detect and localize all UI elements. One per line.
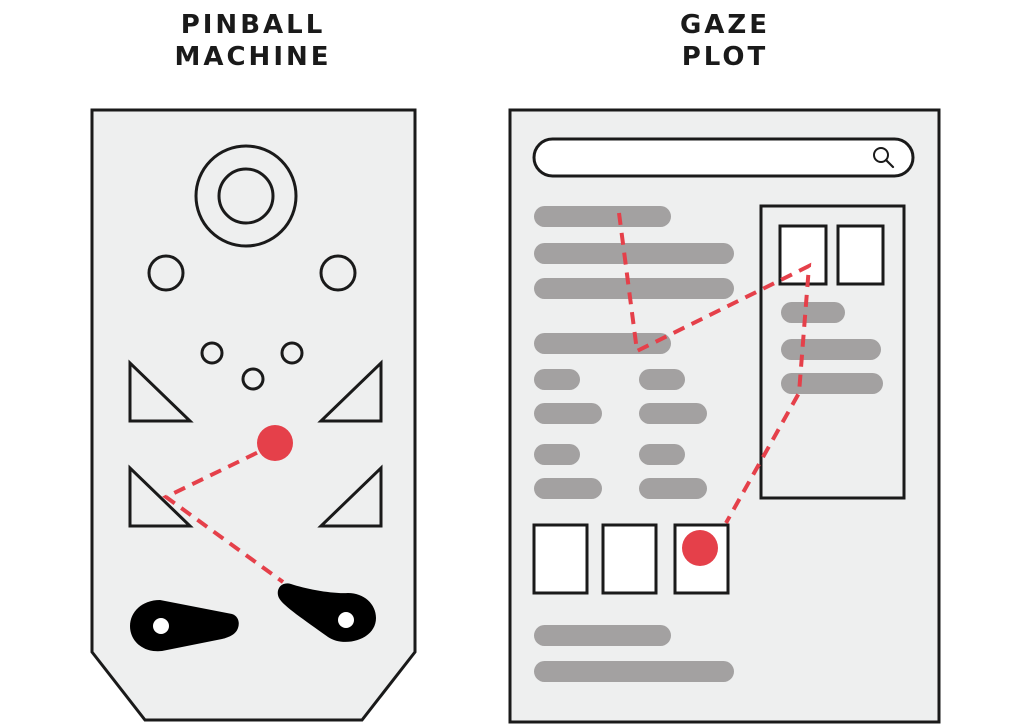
pinball-machine-title: PINBALL MACHINE <box>153 9 353 73</box>
text-line <box>534 444 580 465</box>
left-bumper <box>147 254 185 292</box>
pinball-ball <box>257 425 293 461</box>
pinball-cabinet <box>90 108 417 722</box>
gaze-plot-title: GAZE PLOT <box>625 9 825 73</box>
content-thumbnail <box>532 523 589 595</box>
search-bar <box>532 137 915 178</box>
right-flipper <box>277 583 376 642</box>
gaze-title-line-1: GAZE <box>679 10 771 40</box>
pinball-title-line-2: MACHINE <box>174 42 332 72</box>
text-line <box>534 478 602 499</box>
top-bumper-inner <box>217 167 275 225</box>
sidebar-panel <box>759 204 906 500</box>
ball-path <box>162 442 285 584</box>
text-line <box>639 478 707 499</box>
top-bumper-outer <box>194 144 298 248</box>
text-line <box>534 243 734 264</box>
right-bumper <box>319 254 357 292</box>
gaze-fixation-point <box>682 530 718 566</box>
pinball-title-line-1: PINBALL <box>180 10 326 40</box>
upper-left-triangle <box>128 359 194 423</box>
gaze-title-line-2: PLOT <box>681 42 769 72</box>
text-line <box>534 206 671 227</box>
left-flipper <box>130 600 239 652</box>
text-line <box>534 278 734 299</box>
peg-center <box>241 367 265 391</box>
text-line <box>534 661 734 682</box>
pinball-machine <box>90 108 417 722</box>
text-line <box>639 403 707 424</box>
sidebar-thumbnail <box>836 224 885 286</box>
lower-right-triangle <box>317 464 383 528</box>
gaze-path <box>617 212 812 524</box>
text-line <box>639 444 685 465</box>
peg-left <box>200 341 224 365</box>
text-line <box>534 625 671 646</box>
peg-right <box>280 341 304 365</box>
search-icon <box>873 147 895 169</box>
upper-right-triangle <box>317 359 383 423</box>
sidebar-text-line <box>781 339 881 360</box>
text-line <box>534 333 671 354</box>
text-line <box>534 369 580 390</box>
text-line <box>639 369 685 390</box>
sidebar-text-line <box>781 373 883 394</box>
text-line <box>534 403 602 424</box>
lower-left-triangle <box>128 464 194 528</box>
content-thumbnail <box>601 523 658 595</box>
gaze-plot <box>508 108 941 724</box>
sidebar-text-line <box>781 302 845 323</box>
